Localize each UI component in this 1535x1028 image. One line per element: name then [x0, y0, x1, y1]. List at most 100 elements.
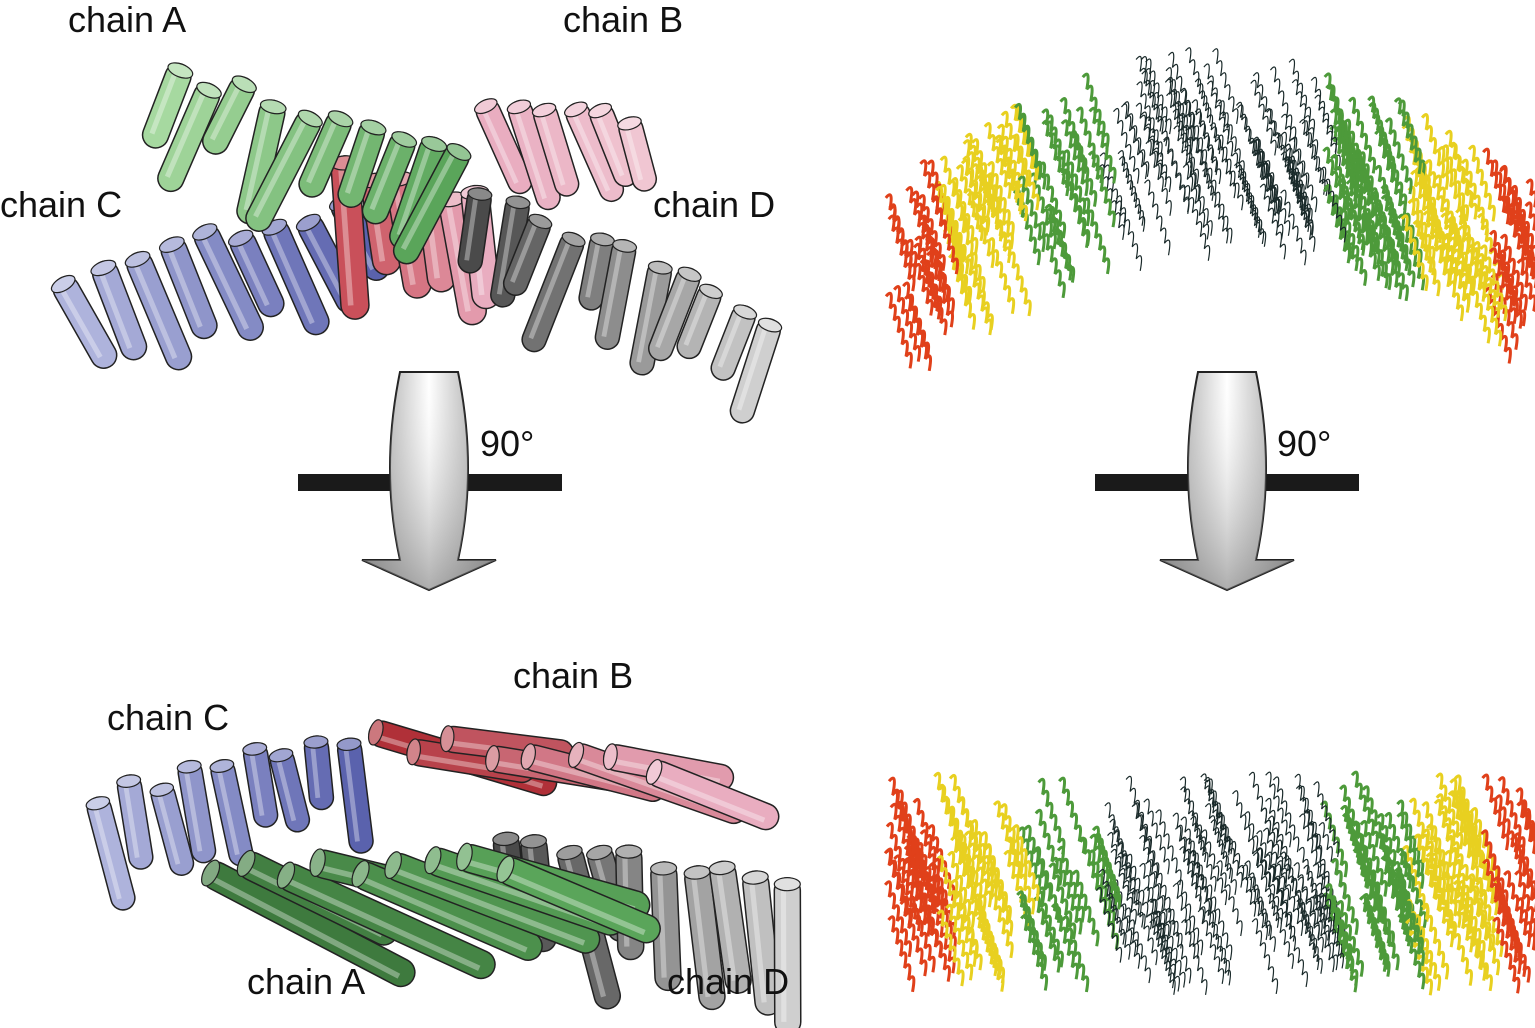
helix-ribbon	[1204, 803, 1232, 879]
helix-ribbon	[1445, 875, 1474, 953]
helix-ribbon	[893, 854, 922, 932]
helix-ribbon	[1087, 150, 1116, 228]
helix-ribbon	[1405, 918, 1434, 996]
helix-chain-a	[157, 81, 222, 193]
helix-ribbon	[1525, 178, 1535, 208]
helix-ribbon	[955, 164, 984, 242]
helix-ribbon	[1393, 97, 1422, 175]
helix-ribbon	[1180, 816, 1207, 893]
helix-ribbon	[1020, 913, 1049, 991]
helix-ribbon	[950, 878, 979, 956]
helix-ribbon	[1311, 894, 1339, 971]
helix-ribbon	[970, 819, 999, 896]
helix-ribbon	[1124, 907, 1151, 984]
helix-ribbon	[1407, 198, 1436, 276]
helix-ribbon	[1141, 70, 1168, 147]
helix-ribbon	[1088, 106, 1117, 184]
helix-chain-a	[201, 859, 416, 988]
helix-ribbon	[1292, 894, 1320, 971]
helix-ribbon	[1370, 194, 1399, 272]
helix-ribbon	[1176, 879, 1204, 956]
helix-ribbon	[1165, 67, 1192, 143]
helix-ribbon	[919, 258, 948, 336]
helix-ribbon	[913, 242, 942, 320]
helix-ribbon	[1382, 847, 1411, 925]
helix-chain-a	[384, 851, 601, 954]
helix-ribbon	[1172, 108, 1199, 185]
helix-ribbon	[1206, 167, 1233, 244]
helix-ribbon	[1210, 819, 1237, 895]
helix-ribbon	[1322, 146, 1351, 224]
helix-ribbon	[1317, 892, 1344, 969]
helix-ribbon	[1107, 832, 1134, 908]
helix-ribbon	[1041, 108, 1070, 186]
helix-ribbon	[1206, 778, 1233, 855]
helix-ribbon	[1360, 211, 1389, 289]
helix-ribbon	[1231, 152, 1259, 229]
helix-chain-b	[506, 99, 561, 211]
helix-ribbon	[1397, 912, 1426, 990]
helix-ribbon	[1286, 147, 1313, 224]
helix-chain-d	[650, 861, 682, 992]
helix-ribbon	[1216, 860, 1243, 937]
helix-ribbon	[1488, 229, 1517, 307]
helix-ribbon	[1361, 893, 1390, 970]
helix-ribbon	[1286, 159, 1314, 235]
helix-chain-c	[209, 759, 254, 867]
helix-ribbon	[1191, 99, 1218, 176]
helix-ribbon	[1297, 876, 1324, 953]
helix-ribbon	[1095, 887, 1123, 963]
helix-ribbon	[1376, 813, 1405, 890]
helix-ribbon	[1058, 776, 1087, 854]
helix-ribbon	[931, 197, 960, 275]
helix-ribbon	[1397, 213, 1426, 291]
helix-ribbon	[1375, 832, 1404, 909]
helix-ribbon	[1492, 916, 1521, 994]
helix-ribbon	[1047, 206, 1076, 283]
helix-ribbon	[1357, 151, 1386, 229]
helix-ribbon	[1319, 166, 1347, 243]
helix-ribbon	[1280, 151, 1308, 228]
helix-ribbon	[1396, 812, 1425, 889]
helix-chain-c	[268, 748, 311, 833]
helix-ribbon	[1181, 101, 1208, 178]
helix-ribbon	[904, 294, 933, 372]
helix-ribbon	[1037, 777, 1066, 855]
helix-ribbon	[1203, 777, 1231, 853]
helix-chain-b	[645, 758, 780, 831]
helix-ribbon	[1132, 802, 1160, 879]
helix-ribbon	[1516, 800, 1535, 855]
helix-ribbon	[1458, 829, 1487, 906]
top-right-structure-bfactor-ribbon	[884, 47, 1535, 372]
helix-ribbon	[936, 909, 965, 987]
helix-chain-c	[158, 236, 218, 340]
helix-ribbon	[1167, 51, 1195, 128]
helix-ribbon	[1440, 212, 1469, 290]
helix-ribbon	[1352, 846, 1381, 924]
helix-ribbon	[1301, 120, 1329, 197]
helix-ribbon	[1341, 812, 1370, 889]
helix-ribbon	[1490, 273, 1519, 350]
bottom-left-structure-cylinders	[85, 719, 802, 1028]
helix-ribbon	[1034, 808, 1063, 886]
helix-ribbon	[1330, 858, 1359, 936]
helix-ribbon	[1180, 89, 1208, 166]
helix-ribbon	[1444, 129, 1473, 207]
helix-ribbon	[1204, 909, 1232, 986]
label-chain-c-bottom: chain C	[107, 697, 230, 738]
helix-ribbon	[1422, 210, 1451, 288]
label-chain-a-bottom: chain A	[247, 961, 366, 1002]
helix-ribbon	[1345, 179, 1374, 257]
helix-ribbon	[1244, 860, 1271, 937]
helix-ribbon	[1059, 97, 1088, 174]
helix-ribbon	[1115, 195, 1143, 271]
helix-ribbon	[1424, 159, 1453, 236]
helix-ribbon	[1218, 100, 1245, 177]
rotation-arrow-right	[1095, 371, 1359, 592]
helix-ribbon	[1243, 811, 1271, 888]
helix-chain-d	[676, 283, 723, 360]
helix-chain-c	[303, 735, 335, 811]
helix-ribbon	[1467, 873, 1496, 951]
helix-ribbon	[985, 859, 1014, 937]
